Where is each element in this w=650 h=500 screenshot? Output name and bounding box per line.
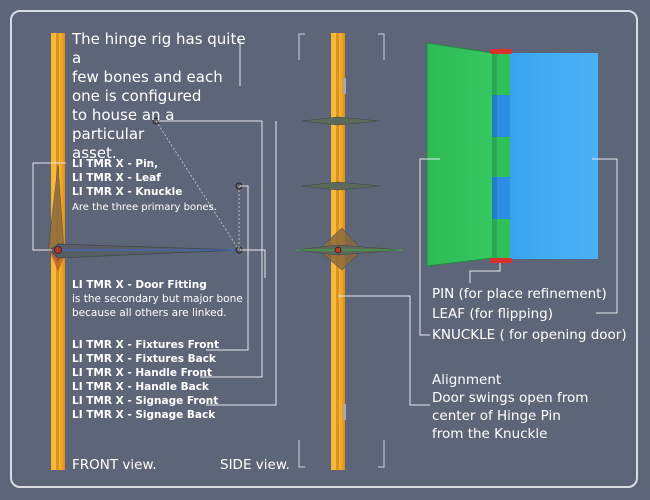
leader-pin [469,263,501,283]
hinge-leaf-right [510,53,598,259]
fixture-bones-list: LI TMR X - Fixtures Front LI TMR X - Fix… [72,338,219,422]
primary-bone-leaf: LI TMR X - Leaf [72,172,161,184]
intro-line: particular [72,125,145,143]
fixture-bone-handle-front: LI TMR X - Handle Front [72,367,212,379]
part-label-pin: PIN (for place refinement) [432,286,607,302]
side-bracket-bottom-right [378,440,385,468]
hinge-leaf-left [426,42,494,267]
side-view-marker-bottom [343,404,346,420]
fixture-bone-handle-back: LI TMR X - Handle Back [72,381,209,393]
leader-signage [206,121,277,406]
intro-line: to house an a [72,106,175,124]
alignment-note: Alignment Door swings open from center o… [432,371,588,443]
hinge-knuckle-seg-1 [492,53,510,95]
secondary-note-line: is the secondary but major bone [72,293,243,305]
alignment-line: Door swings open from [432,390,589,406]
secondary-bone-note: is the secondary but major bone because … [72,292,243,320]
hinge-knuckle-seg-5 [492,219,510,259]
hinge-pin-cap-top [490,49,512,54]
fixture-bone-fixtures-back: LI TMR X - Fixtures Back [72,353,216,365]
primary-bones-list: LI TMR X - Pin, LI TMR X - Leaf LI TMR X… [72,157,182,199]
leader-handle [158,120,263,378]
fixture-bone-signage-back: LI TMR X - Signage Back [72,409,216,421]
side-bracket-bottom-left [298,440,305,468]
secondary-note-line: because all others are linked. [72,307,227,319]
intro-line: few bones and each [72,68,223,86]
side-bracket-top-left [298,33,305,60]
alignment-line: center of Hinge Pin [432,408,561,424]
side-view-label: SIDE view. [220,457,290,473]
hinge-knuckle-seg-4 [492,177,510,219]
front-door-fitting-bone [49,243,241,259]
hinge-knuckle-seg-3 [492,137,510,177]
fixture-bone-fixtures-front: LI TMR X - Fixtures Front [72,339,219,351]
leader-fixtures [206,185,249,351]
hinge-pin-cap-bottom [490,258,512,263]
intro-line: The hinge rig has quite a [72,30,246,67]
alignment-line: from the Knuckle [432,426,548,442]
side-pin-joint [334,246,342,254]
primary-bones-note: Are the three primary bones. [72,202,217,213]
leader-primary-bones [32,162,66,251]
hinge-knuckle-seg-2 [492,95,510,137]
front-pin-joint [54,246,62,254]
front-link-dotted-1 [155,120,240,251]
intro-text: The hinge rig has quite a few bones and … [72,30,247,163]
leader-leaf [592,158,618,314]
diagram-frame [10,10,638,488]
intro-line: asset. [72,144,117,162]
side-bracket-top-right [378,33,385,60]
primary-bone-pin: LI TMR X - Pin, [72,158,159,170]
secondary-bone-title: LI TMR X - Door Fitting [72,279,207,291]
leader-door-fitting [240,249,266,278]
fixture-bone-signage-front: LI TMR X - Signage Front [72,395,219,407]
leader-knuckle [419,158,440,336]
intro-line: one is configured [72,87,202,105]
alignment-title: Alignment [432,372,502,388]
side-bone-upper [301,116,381,126]
primary-bone-knuckle: LI TMR X - Knuckle [72,186,183,198]
hinge-knuckle-shade [492,53,497,259]
side-view-marker-top [343,78,346,94]
part-label-knuckle: KNUCKLE ( for opening door) [432,327,627,343]
side-bone-middle [301,181,381,191]
leader-alignment [338,295,430,406]
part-label-leaf: LEAF (for flipping) [432,306,553,322]
front-view-label: FRONT view. [72,457,157,473]
